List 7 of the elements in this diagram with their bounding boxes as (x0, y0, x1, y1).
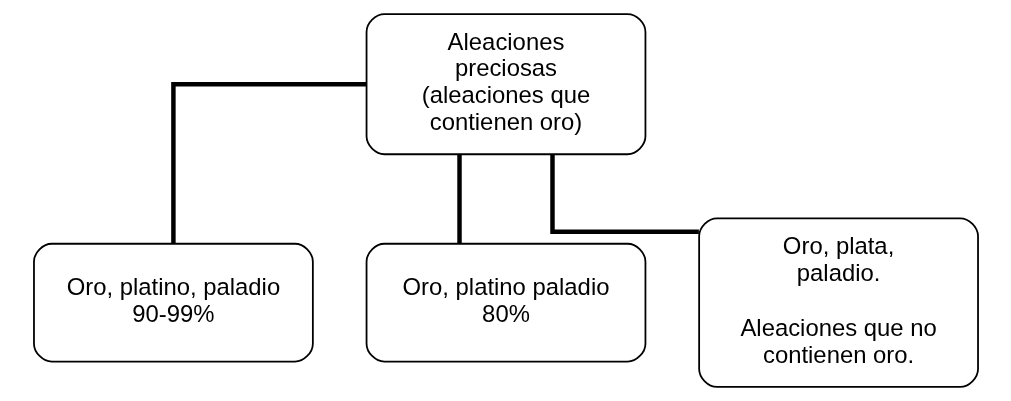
node-box: Oro, platino, paladio 90-99% (32, 242, 314, 363)
node-box: Aleaciones preciosas (aleaciones que contienen oro) (365, 13, 646, 156)
node-box: Oro, platino paladio 80% (365, 242, 646, 363)
connector (549, 154, 699, 235)
connector (456, 154, 462, 244)
connector (170, 81, 366, 244)
node-box: Oro, plata, paladio. Aleaciones que no contienen oro. (697, 217, 979, 388)
